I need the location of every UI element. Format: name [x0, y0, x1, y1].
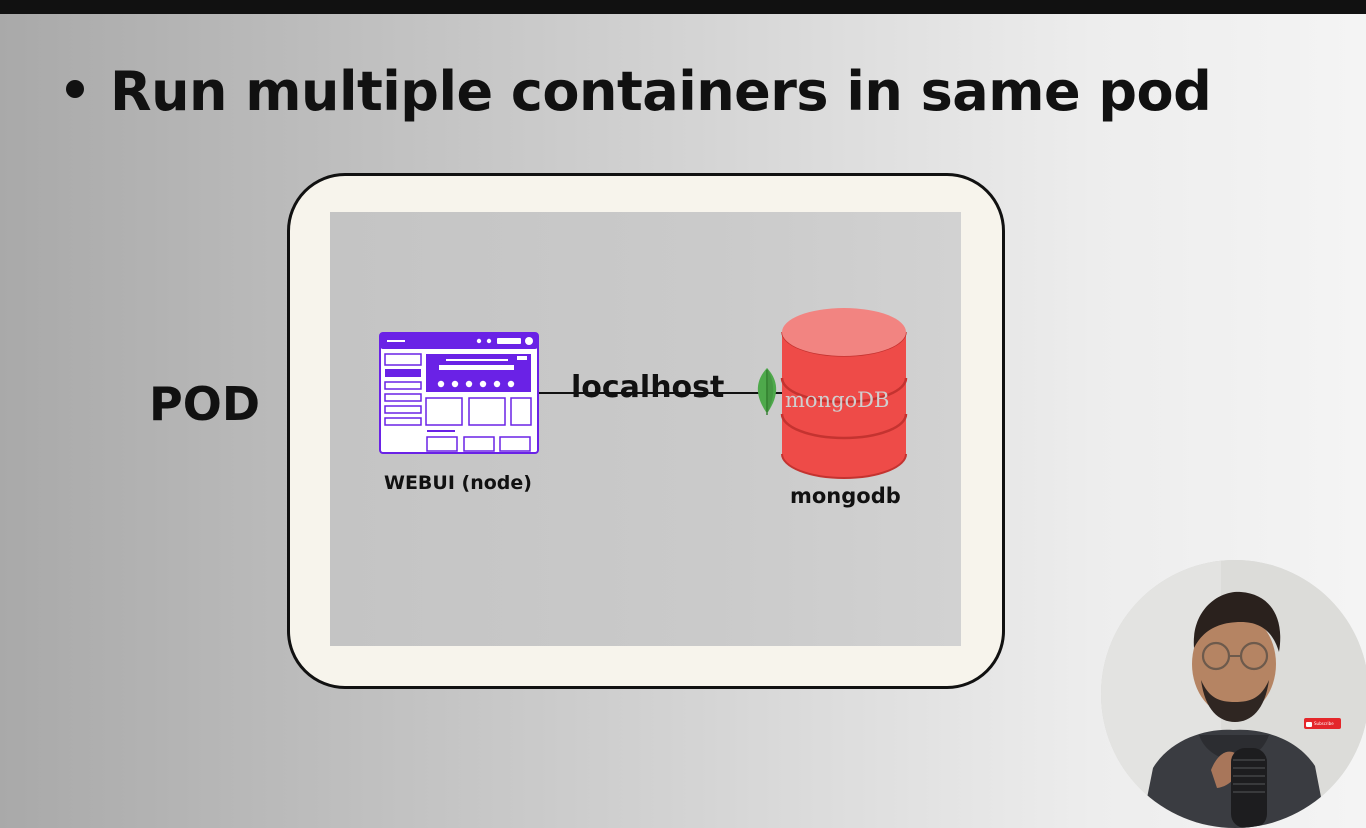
localhost-label: localhost — [571, 370, 725, 405]
bullet-point-icon — [66, 80, 84, 98]
webui-label: WEBUI (node) — [384, 472, 532, 494]
slide-title-text: Run multiple containers in same pod — [110, 60, 1212, 123]
slide-title: Run multiple containers in same pod — [66, 60, 1212, 123]
youtube-play-icon — [1306, 721, 1312, 727]
presenter-avatar-icon — [1101, 560, 1366, 828]
database-cylinder-icon — [780, 308, 908, 479]
presenter-webcam — [1101, 560, 1366, 828]
top-bar — [0, 0, 1366, 14]
subscribe-label: Subscribe — [1314, 721, 1334, 726]
connection-line — [539, 392, 787, 394]
mongodb-label: mongodb — [790, 484, 901, 508]
pod-label: POD — [149, 377, 261, 431]
mongodb-leaf-icon — [757, 368, 777, 415]
mongodb-brand-text: mongoDB — [785, 388, 890, 412]
subscribe-button[interactable]: Subscribe — [1304, 718, 1341, 729]
web-ui-window-icon — [379, 332, 539, 454]
